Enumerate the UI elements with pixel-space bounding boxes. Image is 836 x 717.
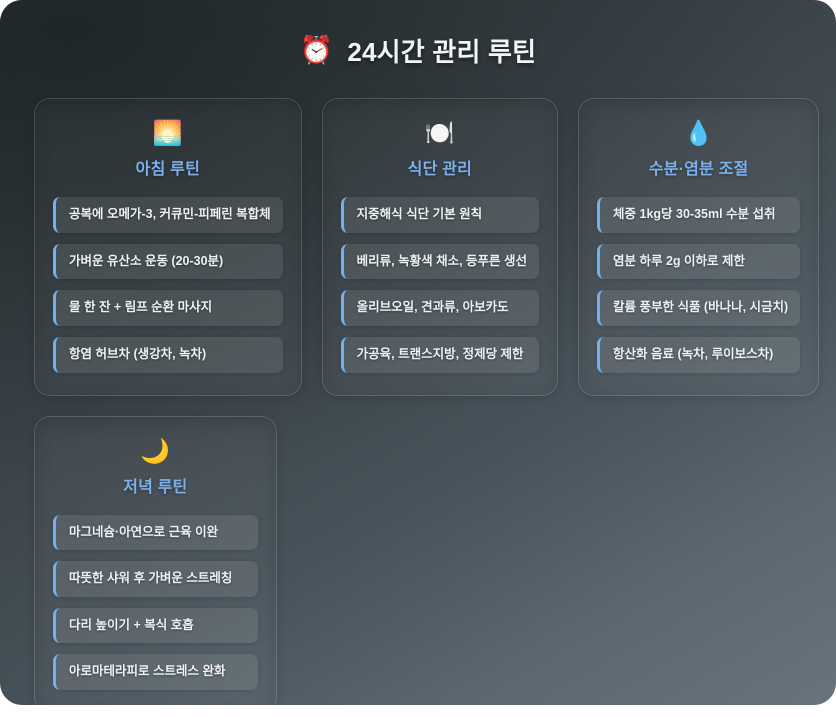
routine-item-list: 공복에 오메가-3, 커큐민-피페린 복합체 가벼운 유산소 운동 (20-30… bbox=[53, 197, 283, 373]
routine-item[interactable]: 다리 높이기 + 복식 호흡 bbox=[53, 607, 258, 644]
routine-item[interactable]: 가벼운 유산소 운동 (20-30분) bbox=[53, 243, 283, 280]
routine-card-morning[interactable]: 🌅 아침 루틴 공복에 오메가-3, 커큐민-피페린 복합체 가벼운 유산소 운… bbox=[34, 98, 302, 396]
routine-item-list: 마그네슘·아연으로 근육 이완 따뜻한 샤워 후 가벼운 스트레칭 다리 높이기… bbox=[53, 514, 258, 690]
routine-item-list: 지중해식 식단 기본 원칙 베리류, 녹황색 채소, 등푸른 생선 올리브오일,… bbox=[340, 197, 540, 373]
routine-item[interactable]: 항산화 음료 (녹차, 루이보스차) bbox=[597, 336, 801, 373]
routine-item[interactable]: 물 한 잔 + 림프 순환 마사지 bbox=[53, 290, 283, 326]
page-title: 24시간 관리 루틴 bbox=[347, 36, 537, 67]
routine-card-grid-row-1: 🌅 아침 루틴 공복에 오메가-3, 커큐민-피페린 복합체 가벼운 유산소 운… bbox=[34, 98, 820, 396]
alarm-clock-icon: ⏰ bbox=[299, 34, 334, 65]
routine-item[interactable]: 올리브오일, 견과류, 아보카도 bbox=[340, 290, 540, 326]
routine-item[interactable]: 염분 하루 2g 이하로 제한 bbox=[597, 243, 801, 280]
routine-card-title: 식단 관리 bbox=[407, 161, 472, 178]
plate-cutlery-icon: 🍽️ bbox=[424, 120, 455, 147]
routine-item[interactable]: 아로마테라피로 스트레스 완화 bbox=[53, 654, 258, 690]
routine-item-list: 체중 1kg당 30-35ml 수분 섭취 염분 하루 2g 이하로 제한 칼륨… bbox=[597, 197, 801, 373]
routine-item[interactable]: 항염 허브차 (생강차, 녹차) bbox=[53, 336, 283, 373]
routine-card-title: 아침 루틴 bbox=[135, 161, 200, 178]
sunrise-icon: 🌅 bbox=[152, 120, 183, 147]
water-droplet-icon: 💧 bbox=[683, 120, 714, 147]
routine-card-grid-row-2: 🌙 저녁 루틴 마그네슘·아연으로 근육 이완 따뜻한 샤워 후 가벼운 스트레… bbox=[34, 415, 802, 705]
routine-item[interactable]: 칼륨 풍부한 식품 (바나나, 시금치) bbox=[597, 290, 801, 326]
routine-card-title: 저녁 루틴 bbox=[123, 478, 188, 496]
routine-card-evening[interactable]: 🌙 저녁 루틴 마그네슘·아연으로 근육 이완 따뜻한 샤워 후 가벼운 스트레… bbox=[34, 415, 277, 705]
routine-item[interactable]: 마그네슘·아연으로 근육 이완 bbox=[53, 514, 258, 551]
routine-item[interactable]: 지중해식 식단 기본 원칙 bbox=[340, 197, 540, 233]
routine-item[interactable]: 공복에 오메가-3, 커큐민-피페린 복합체 bbox=[53, 197, 283, 233]
crescent-moon-icon: 🌙 bbox=[140, 437, 171, 465]
routine-item[interactable]: 체중 1kg당 30-35ml 수분 섭취 bbox=[597, 197, 801, 233]
page-header: ⏰ 24시간 관리 루틴 bbox=[34, 28, 802, 72]
routine-card-diet[interactable]: 🍽️ 식단 관리 지중해식 식단 기본 원칙 베리류, 녹황색 채소, 등푸른 … bbox=[321, 98, 559, 396]
routine-item[interactable]: 따뜻한 샤워 후 가벼운 스트레칭 bbox=[53, 561, 258, 597]
routine-item[interactable]: 가공육, 트랜스지방, 정제당 제한 bbox=[340, 336, 540, 373]
routine-card-title: 수분·염분 조절 bbox=[648, 161, 749, 178]
routine-item[interactable]: 베리류, 녹황색 채소, 등푸른 생선 bbox=[340, 243, 540, 280]
routine-card-hydration[interactable]: 💧 수분·염분 조절 체중 1kg당 30-35ml 수분 섭취 염분 하루 2… bbox=[578, 98, 820, 396]
